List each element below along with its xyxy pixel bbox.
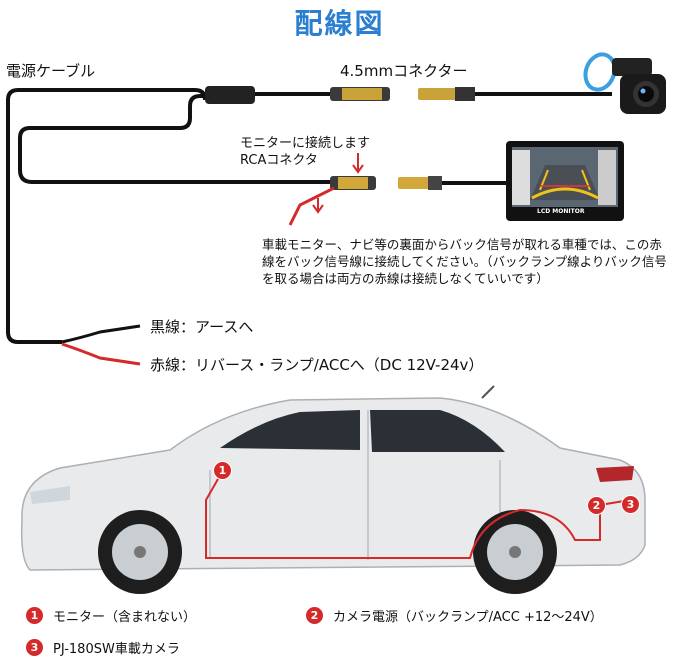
- legend-number: 2: [306, 607, 323, 624]
- monitor-drawing: [506, 141, 624, 221]
- wiring-note: 車載モニター、ナビ等の裏面からバック信号が取れる車種では、この赤線をバック信号線…: [262, 237, 667, 286]
- marker-1: 1: [213, 461, 232, 480]
- diagram-title: 配線図: [294, 7, 385, 40]
- car-drawing: [20, 385, 646, 594]
- lcd-monitor-text: LCD MONITOR: [537, 208, 585, 215]
- routing-line: [205, 471, 631, 559]
- rca-connector-label: RCAコネクタ: [240, 153, 318, 168]
- black-wire-end: [61, 324, 141, 344]
- note-arrow: [312, 198, 324, 214]
- connector-male: [418, 88, 458, 100]
- ground-wire: [6, 88, 207, 344]
- legend-text: モニター（含まれない）: [53, 610, 197, 625]
- rca-male: [398, 177, 434, 189]
- legend-text: カメラ電源（バックランプ/ACC +12～24V）: [333, 610, 603, 625]
- legend-item-1: 1 モニター（含まれない）: [26, 606, 196, 625]
- marker-3: 3: [621, 495, 640, 514]
- black-wire-loop: [18, 94, 330, 184]
- marker-2: 2: [587, 496, 606, 515]
- legend-number: 1: [26, 607, 43, 624]
- legend-text: PJ-180SW車載カメラ: [53, 642, 180, 657]
- red-wire-label: 赤線：リバース・ランプ/ACCへ（DC 12V-24v）: [150, 356, 484, 374]
- camera-drawing: [583, 52, 666, 114]
- monitor-connect-label: モニターに接続します: [240, 136, 371, 151]
- red-trigger-wire: [288, 186, 335, 226]
- black-wire-label: 黒線：アースへ: [150, 318, 254, 336]
- connector-label: 4.5mmコネクター: [340, 62, 468, 80]
- splitter-block: [205, 86, 255, 104]
- red-wire-end: [61, 342, 141, 366]
- power-cable-label: 電源ケーブル: [6, 62, 96, 80]
- legend-item-2: 2 カメラ電源（バックランプ/ACC +12～24V）: [306, 606, 603, 625]
- legend-item-3: 3 PJ-180SW車載カメラ: [26, 638, 180, 657]
- legend-number: 3: [26, 639, 43, 656]
- down-arrow: [352, 153, 364, 174]
